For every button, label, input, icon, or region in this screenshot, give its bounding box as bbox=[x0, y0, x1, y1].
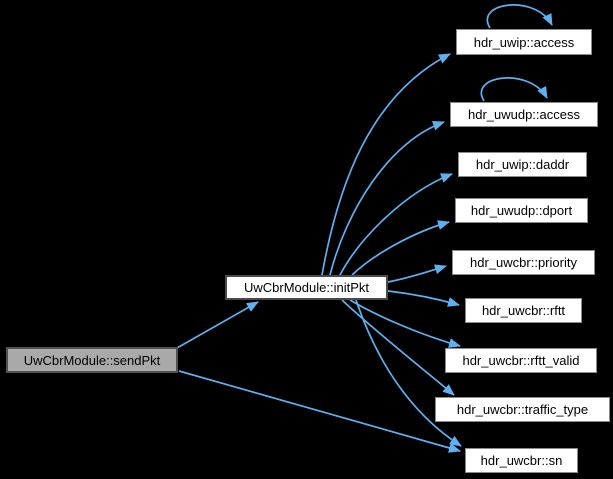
node-label: hdr_uwip::daddr bbox=[475, 157, 570, 172]
edge-initpkt-to-uwip-access bbox=[321, 53, 451, 276]
edge-initpkt-to-uwip-daddr bbox=[339, 173, 453, 276]
edge-sendpkt-to-initpkt bbox=[176, 301, 259, 349]
edge-initpkt-to-uwudp-dport bbox=[351, 220, 450, 276]
node-hdr-uwudp-access[interactable]: hdr_uwudp::access bbox=[450, 102, 598, 127]
node-uwcbrmodule-initpkt[interactable]: UwCbrModule::initPkt bbox=[225, 275, 388, 300]
node-label: hdr_uwcbr::rftt_valid bbox=[462, 353, 580, 368]
node-hdr-uwcbr-sn[interactable]: hdr_uwcbr::sn bbox=[465, 448, 578, 473]
edge-sendpkt-to-sn bbox=[178, 370, 461, 453]
node-uwcbrmodule-sendpkt[interactable]: UwCbrModule::sendPkt bbox=[6, 347, 178, 373]
node-label: UwCbrModule::initPkt bbox=[244, 280, 369, 295]
node-hdr-uwudp-dport[interactable]: hdr_uwudp::dport bbox=[455, 198, 588, 223]
edge-initpkt-to-uwudp-access bbox=[329, 121, 445, 276]
node-label: hdr_uwip::access bbox=[473, 34, 575, 50]
edge-initpkt-to-priority bbox=[387, 264, 447, 283]
node-label: hdr_uwcbr::priority bbox=[470, 255, 577, 270]
node-hdr-uwcbr-rftt[interactable]: hdr_uwcbr::rftt bbox=[465, 298, 582, 323]
node-label: hdr_uwcbr::rftt bbox=[481, 303, 566, 318]
node-hdr-uwcbr-rftt-valid[interactable]: hdr_uwcbr::rftt_valid bbox=[445, 348, 597, 373]
edge-initpkt-to-rftt-valid bbox=[349, 299, 461, 348]
self-loop-uwip-access bbox=[486, 4, 553, 29]
node-hdr-uwip-access[interactable]: hdr_uwip::access bbox=[456, 29, 592, 55]
edge-group bbox=[176, 4, 553, 453]
node-label: UwCbrModule::sendPkt bbox=[23, 352, 161, 368]
node-label: hdr_uwudp::access bbox=[467, 107, 580, 122]
node-hdr-uwcbr-priority[interactable]: hdr_uwcbr::priority bbox=[452, 250, 595, 275]
edge-initpkt-to-traffic-type bbox=[341, 299, 455, 396]
node-label: hdr_uwcbr::traffic_type bbox=[456, 402, 589, 417]
self-loop-uwudp-access bbox=[480, 77, 548, 102]
node-label: hdr_uwcbr::sn bbox=[480, 453, 563, 468]
edge-initpkt-to-sn bbox=[355, 299, 462, 447]
node-hdr-uwip-daddr[interactable]: hdr_uwip::daddr bbox=[458, 152, 587, 177]
node-label: hdr_uwudp::dport bbox=[470, 203, 573, 218]
node-hdr-uwcbr-traffic-type[interactable]: hdr_uwcbr::traffic_type bbox=[435, 397, 610, 422]
edge-initpkt-to-rftt bbox=[387, 290, 460, 307]
